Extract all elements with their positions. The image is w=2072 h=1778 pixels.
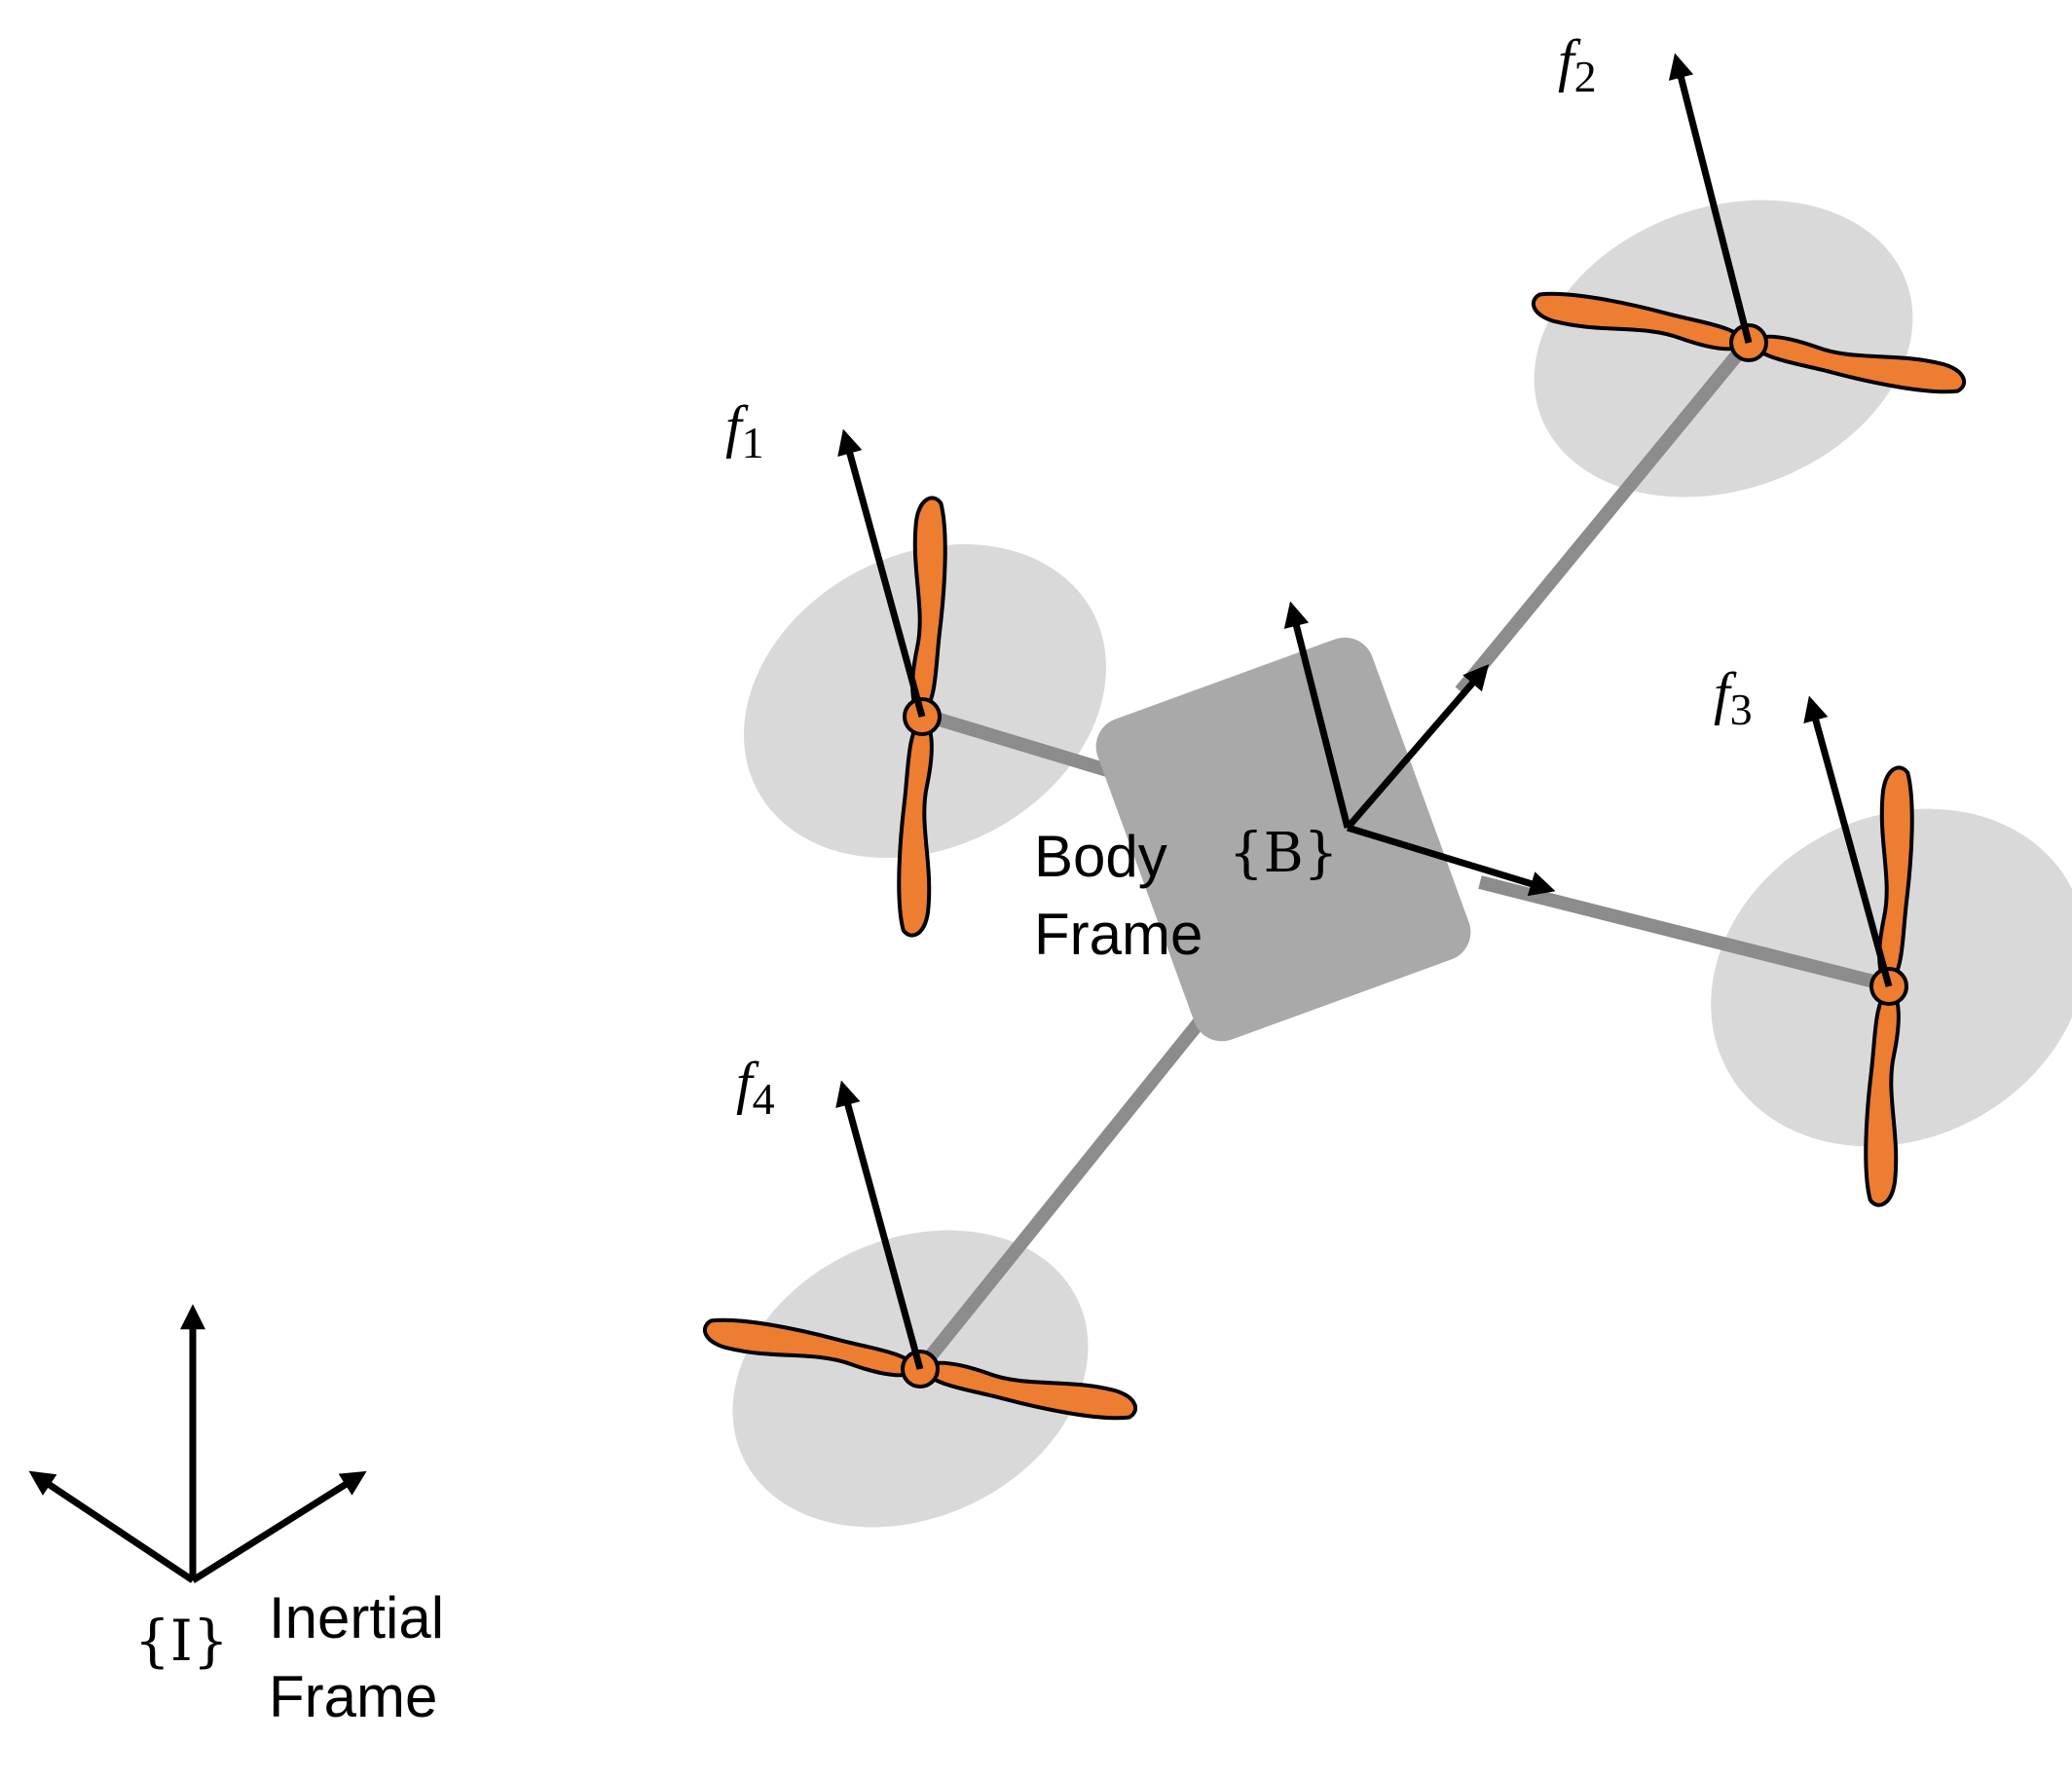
body-axis-diag [1345,664,1490,831]
arm-2 [1455,336,1755,696]
arm-3 [1478,875,1891,992]
inertial-frame-label-line2: Frame [269,1664,437,1729]
body-axis-up [1283,601,1351,829]
thrust-label-3: f3 [1714,661,1753,734]
thrust-label-1: f1 [725,394,764,467]
thrust-arrow-4 [835,1080,924,1370]
thrust-label-2: f2 [1558,28,1597,101]
body-frame-symbol: {B} [1229,822,1338,885]
inertial-axis-left [28,1470,195,1583]
thrust-arrow-1 [837,428,926,718]
thrust-label-4: f4 [736,1051,775,1124]
inertial-frame-label-line1: Inertial [269,1585,444,1650]
inertial-axis-right [191,1470,367,1583]
body-block [1095,637,1471,1042]
body-frame-label-line2: Frame [1034,902,1202,967]
body-axis-right [1346,824,1556,897]
inertial-frame-symbol: {I} [134,1608,229,1674]
thrust-arrow-2 [1668,53,1753,344]
thrust-arrow-3 [1803,695,1893,987]
body-frame-label-line1: Body [1034,824,1167,889]
